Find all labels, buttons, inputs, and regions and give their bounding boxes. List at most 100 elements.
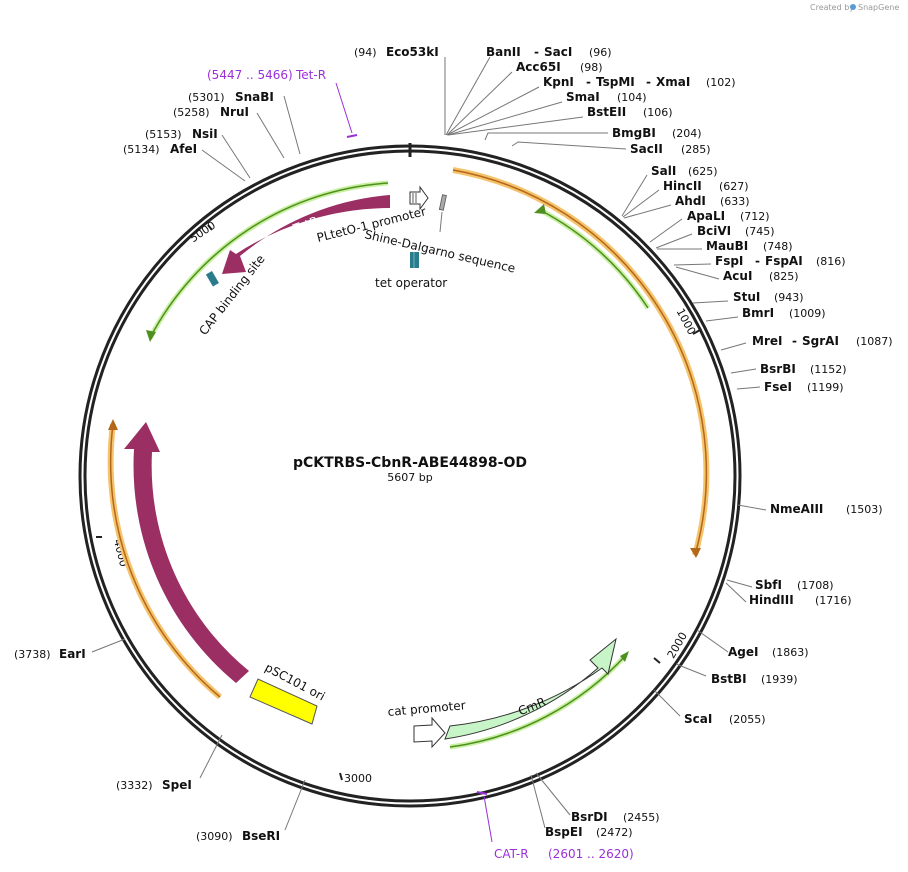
site-pos-hincii: (627) [719,180,749,193]
site-pos-nmeaiii: (1503) [846,503,883,516]
rep101-feature [124,422,249,683]
site-bseri[interactable]: BseRI [242,829,280,843]
site-snabi[interactable]: SnaBI [235,90,274,104]
tick-label-3000: 3000 [344,772,372,785]
site-banii[interactable]: BanII [486,45,521,59]
site-tspmi[interactable]: TspMI [596,75,635,89]
credit-brand: SnapGene [858,3,899,12]
site-bspei[interactable]: BspEI [545,825,583,839]
site-fspi[interactable]: FspI [715,254,743,268]
site-mrei[interactable]: MreI [752,334,782,348]
site-stui[interactable]: StuI [733,290,760,304]
green-arc-right [538,207,651,310]
pltet-promoter-icon [409,185,429,211]
site-mrei-sep: - [792,334,797,348]
rep101-label: Rep101 [186,543,211,591]
site-bsteii[interactable]: BstEII [587,105,626,119]
site-banii-sep: - [534,45,539,59]
tet-operator-label: tet operator [375,276,447,290]
orf-arrowhead-right [690,548,701,558]
catr-primer-leader [483,795,493,843]
site-bsrbi[interactable]: BsrBI [760,362,796,376]
cat-promoter-icon [413,716,446,749]
psc101-feature [249,678,318,725]
tetr-primer-mark [346,134,358,138]
green-arrowhead-right [534,204,546,214]
site-pos-banii: (96) [589,46,612,59]
site-pos-fsei: (1199) [807,381,844,394]
site-sali[interactable]: SalI [651,164,676,178]
site-spei[interactable]: SpeI [162,778,192,792]
site-eari[interactable]: EarI [59,647,86,661]
site-pos-bspei: (2472) [596,826,633,839]
site-nrui[interactable]: NruI [220,105,249,119]
orf-arc-left-line [109,423,221,698]
site-fspai[interactable]: FspAI [765,254,803,268]
site-acui[interactable]: AcuI [723,269,752,283]
tick-label-5000: 5000 [187,219,217,245]
site-kpni-sep: - [586,75,591,89]
site-acc65i[interactable]: Acc65I [516,60,561,74]
catr-primer-label: CAT-R [494,847,529,861]
site-saci[interactable]: SacI [544,45,572,59]
site-sacii[interactable]: SacII [630,142,663,156]
site-pos-sali: (625) [688,165,718,178]
site-sgrai[interactable]: SgrAI [802,334,839,348]
site-pos-bsteii: (106) [643,106,673,119]
site-xmai[interactable]: XmaI [656,75,690,89]
site-pos-kpni: (102) [706,76,736,89]
credit-text: Created by [810,3,854,12]
site-hindiii[interactable]: HindIII [749,593,794,607]
tetr-primer-label: Tet-R [295,68,326,82]
site-pos-stui: (943) [774,291,804,304]
site-pos-spei: (3332) [116,779,153,792]
site-pos-nrui: (5258) [173,106,210,119]
site-nsii[interactable]: NsiI [192,127,218,141]
site-pos-acui: (825) [769,270,799,283]
site-fsei[interactable]: FseI [764,380,792,394]
site-ahdi[interactable]: AhdI [675,194,706,208]
cap-feature [205,270,219,287]
site-bcivi[interactable]: BciVI [697,224,731,238]
site-nmeaiii[interactable]: NmeAIII [770,502,823,516]
site-bmgbi[interactable]: BmgBI [612,126,656,140]
site-pos-ahdi: (633) [720,195,750,208]
catr-primer-range: (2601 .. 2620) [548,847,634,861]
site-agei[interactable]: AgeI [728,645,758,659]
cat-promoter-label: cat promoter [387,698,466,719]
site-eco53ki[interactable]: Eco53kI [386,45,439,59]
site-pos-bstbi: (1939) [761,673,798,686]
site-pos-bmri: (1009) [789,307,826,320]
catr-primer-mark [476,791,488,795]
site-smai[interactable]: SmaI [566,90,600,104]
site-scai[interactable]: ScaI [684,712,712,726]
plasmid-size: 5607 bp [387,471,432,484]
site-bstbi[interactable]: BstBI [711,672,747,686]
site-sbfi[interactable]: SbfI [755,578,782,592]
sd-leader [439,211,443,233]
site-hincii[interactable]: HincII [663,179,702,193]
site-apali[interactable]: ApaLI [687,209,725,223]
site-kpni-sep2: - [646,75,651,89]
cmr-label: CmR [516,695,548,719]
site-pos-eco53ki: (94) [354,46,377,59]
tick-1000 [692,329,701,335]
sd-feature [438,194,447,211]
tetr-feature [222,195,390,274]
site-maubi[interactable]: MauBI [706,239,748,253]
site-pos-bsrdi: (2455) [623,811,660,824]
site-kpni[interactable]: KpnI [543,75,574,89]
site-pos-agei: (1863) [772,646,809,659]
site-bmri[interactable]: BmrI [742,306,774,320]
site-pos-bsrbi: (1152) [810,363,847,376]
site-pos-apali: (712) [740,210,770,223]
orf-arc-right-line [452,169,708,556]
site-pos-eari: (3738) [14,648,51,661]
site-bsrdi[interactable]: BsrDI [571,810,608,824]
site-pos-hindiii: (1716) [815,594,852,607]
site-pos-mrei: (1087) [856,335,893,348]
site-afei[interactable]: AfeI [170,142,197,156]
sd-label: Shine-Dalgarno sequence [363,227,516,275]
